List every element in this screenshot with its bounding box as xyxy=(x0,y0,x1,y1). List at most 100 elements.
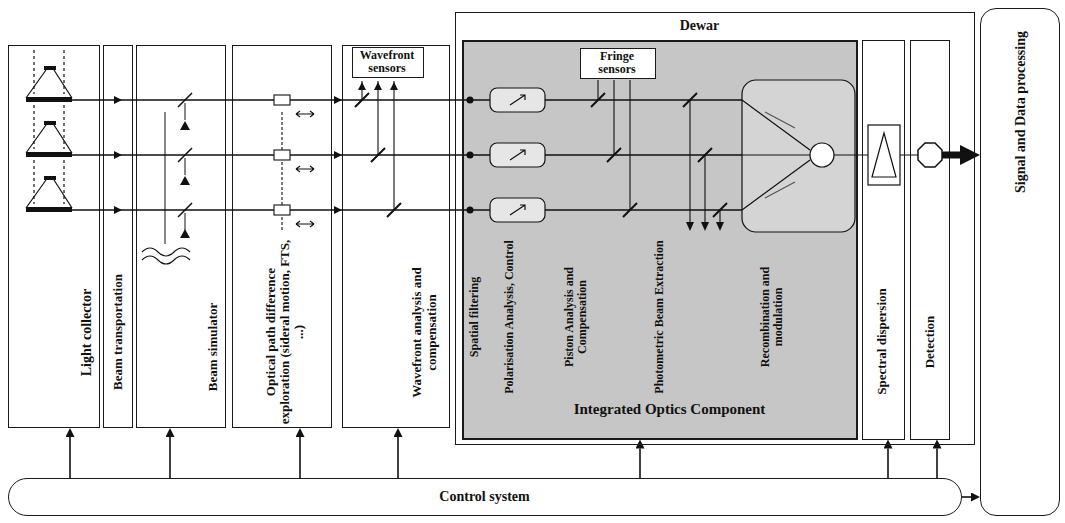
function-label: Piston Analysis and Compensation xyxy=(562,240,588,395)
text-holder: Spectral dispersion xyxy=(863,249,902,434)
function-label: Spatial filtering xyxy=(468,240,481,395)
text-holder: Integrated Optics Component xyxy=(520,397,820,423)
input-dot xyxy=(467,97,474,104)
text-holder: Recombination and modulation xyxy=(748,240,796,395)
simulator-optics xyxy=(178,93,192,217)
photometric-arrow xyxy=(686,222,724,231)
delay-line xyxy=(274,150,290,160)
text-holder: Piston Analysis and Compensation xyxy=(552,240,600,395)
text-holder: Wavefront sensors xyxy=(353,48,421,76)
panel-label: Control system xyxy=(300,489,670,504)
integrated-optics-box: Spatial filtering Polarisation Analysis, … xyxy=(462,40,858,440)
beam-arrow xyxy=(334,151,342,159)
text-holder: Control system xyxy=(300,480,670,514)
data-flow-arrow xyxy=(950,152,961,159)
dispersion-panel: Spectral dispersion xyxy=(862,40,905,440)
fringe-optics xyxy=(591,80,637,217)
sensor-label: Fringe sensors xyxy=(581,50,653,76)
delay-line xyxy=(274,95,314,232)
sensor-label: Wavefront sensors xyxy=(353,49,421,75)
recombiner xyxy=(742,100,810,210)
recombiner xyxy=(834,154,918,155)
control-arrow xyxy=(887,449,889,479)
function-label: Photometric Beam Extraction xyxy=(653,240,666,395)
text-holder: Detection xyxy=(911,249,947,434)
control-arrow xyxy=(397,437,399,478)
processing-box: Signal and Data processing xyxy=(980,8,1060,516)
transport-panel: Beam transportation xyxy=(103,45,133,428)
text-holder: Spatial filtering xyxy=(464,240,486,395)
sensor-box: Fringe sensors xyxy=(580,48,656,79)
photometric-optics xyxy=(683,93,727,217)
sensor-arrow xyxy=(358,82,366,90)
wavefront-optics xyxy=(355,93,401,217)
wavefront-optics xyxy=(355,81,401,217)
panel-label: Spectral dispersion xyxy=(875,249,889,434)
component-title: Integrated Optics Component xyxy=(520,401,820,418)
beam-arrow xyxy=(114,206,122,214)
recombiner xyxy=(742,80,918,232)
wavefront-panel: Wavefront analysis and compensation Wavef… xyxy=(342,45,450,428)
source-triangle xyxy=(180,229,190,238)
text-holder: Wavefront analysis and compensation xyxy=(401,240,448,425)
input-dot xyxy=(467,152,474,159)
control-arrow xyxy=(169,437,171,478)
collector-panel: Light collector xyxy=(8,45,100,428)
detector-symbol xyxy=(918,143,942,167)
control-arrow xyxy=(299,437,301,478)
fringe-optics xyxy=(591,93,637,217)
panel-label: Signal and Data processing xyxy=(1013,25,1028,200)
waveguide-block xyxy=(490,198,545,222)
text-holder: Beam transportation xyxy=(104,240,132,425)
simulator-panel: Beam simulator xyxy=(136,45,226,428)
panel-label: Optical path difference exploration (sid… xyxy=(263,240,306,425)
photometric-arrow xyxy=(686,222,694,231)
text-holder: Optical path difference exploration (sid… xyxy=(244,240,326,425)
panel-label: Beam simulator xyxy=(205,270,219,425)
photometric-optics xyxy=(690,100,720,228)
simulator-optics xyxy=(165,112,166,244)
sensor-box: Wavefront sensors xyxy=(352,47,424,78)
detector-symbol xyxy=(942,152,950,159)
delay-line xyxy=(274,95,290,105)
telescope-symbol xyxy=(26,50,72,102)
sensor-arrow xyxy=(390,82,398,90)
photometric-optics xyxy=(683,93,727,228)
detector-symbol xyxy=(918,143,950,167)
text-holder: Fringe sensors xyxy=(581,49,653,77)
source-triangle xyxy=(180,121,190,130)
source-triangle xyxy=(180,176,190,185)
beam-arrow xyxy=(334,206,342,214)
simulator-optics xyxy=(142,93,192,264)
panel-label: Detection xyxy=(922,249,936,434)
control-arrow xyxy=(962,496,971,498)
panel-label: Wavefront analysis and compensation xyxy=(410,240,439,425)
beam-arrow xyxy=(114,96,342,214)
recombiner xyxy=(765,112,795,198)
prism-symbol xyxy=(868,125,900,185)
beam-arrow xyxy=(114,151,122,159)
input-dot xyxy=(467,207,474,214)
wavefront-optics xyxy=(362,81,394,210)
waveguide-block xyxy=(490,88,545,222)
control-arrow xyxy=(69,437,71,478)
text-holder: Photometric Beam Extraction xyxy=(636,240,684,395)
text-holder: Dewar xyxy=(640,14,760,38)
function-label: Polarisation Analysis, Control xyxy=(503,240,516,395)
opd-panel: Optical path difference exploration (sid… xyxy=(232,45,332,428)
recombiner xyxy=(742,80,855,232)
telescope-symbol xyxy=(26,50,72,212)
control-box: Control system xyxy=(8,478,962,516)
delay-line xyxy=(274,205,290,215)
telescope-symbol xyxy=(26,105,72,157)
sensor-arrow xyxy=(374,82,382,90)
beam-line xyxy=(72,100,742,210)
input-dot xyxy=(467,97,474,214)
fringe-optics xyxy=(598,80,630,210)
delay-line xyxy=(296,111,314,227)
beam-arrow xyxy=(334,96,342,104)
source-triangle xyxy=(180,121,190,238)
